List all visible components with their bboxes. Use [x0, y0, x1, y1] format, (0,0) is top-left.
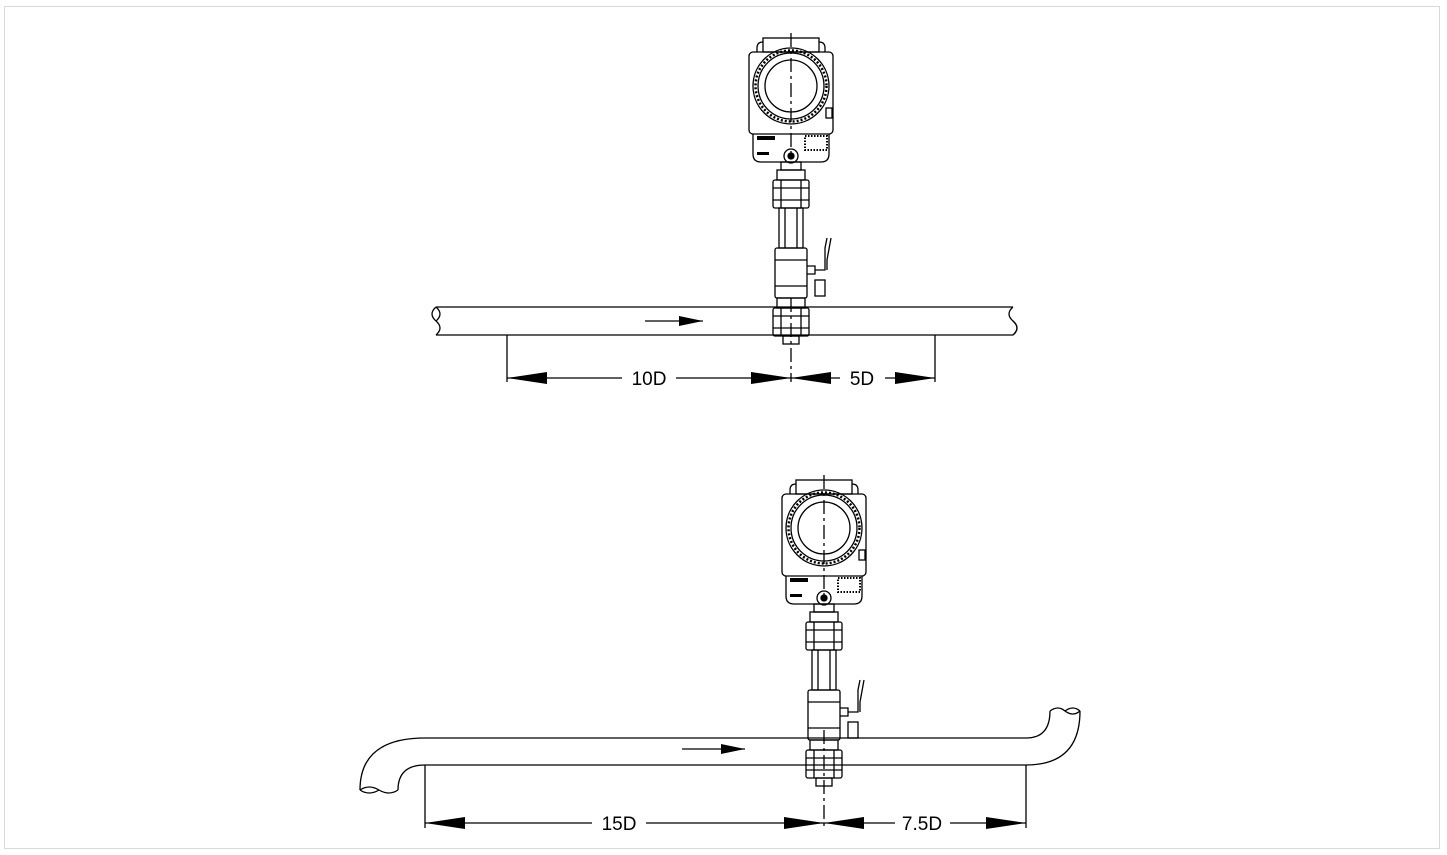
top-downstream-dimension-label: 5D [850, 369, 874, 390]
top-pipe [431, 306, 1018, 336]
top-flow-meter [747, 31, 835, 346]
top-upstream-dimension-label: 10D [632, 369, 667, 390]
bottom-installation [359, 473, 1081, 830]
bottom-upstream-dimension-label: 15D [602, 814, 637, 835]
drawing-frame [4, 6, 1440, 849]
bottom-downstream-dimension-label: 7.5D [902, 814, 942, 835]
top-installation [431, 31, 1018, 384]
bottom-pipe [359, 707, 1081, 794]
